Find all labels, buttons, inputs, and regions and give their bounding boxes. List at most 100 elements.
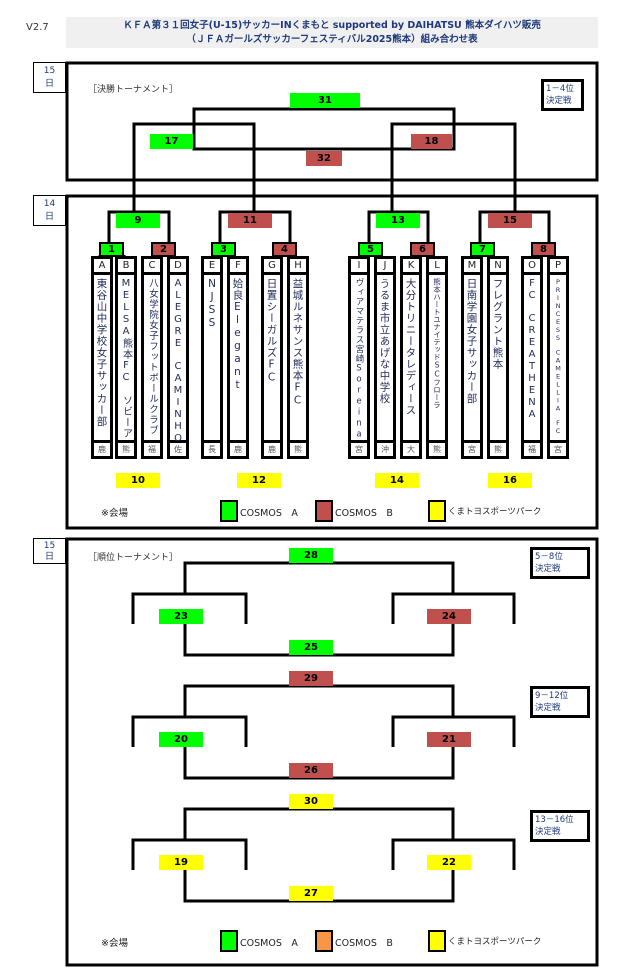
day-unit: 日	[44, 552, 54, 562]
legend-label-cosmos-b: COSMOS B	[335, 938, 393, 949]
venue-note: ※会場	[101, 938, 128, 949]
team-name: 大分トリニータレディース	[404, 278, 417, 416]
match-32: 32	[306, 151, 342, 166]
team-k: K 大分トリニータレディース大	[400, 256, 422, 459]
team-name: 姶良Elegant	[231, 278, 244, 392]
page-title: ＫＦＡ第３１回女子(U-15)サッカーINくまもと supported by D…	[66, 17, 598, 48]
match-10: 10	[116, 473, 160, 488]
day-number: 15	[43, 541, 56, 551]
semifinal-18-bracket	[390, 122, 517, 212]
team-p: P PRINCESS CAMELLIA FC 宮	[547, 256, 569, 459]
match-5: 5	[358, 242, 383, 257]
team-slot: G	[264, 259, 280, 275]
team-name-cell: NJSS	[204, 275, 220, 443]
ranking-set-1	[131, 561, 516, 657]
team-name-cell: FC CREATHENA	[524, 275, 540, 443]
bracket-15	[478, 210, 551, 243]
final-frame	[65, 61, 599, 182]
team-a: A 東谷山中学校女子サッカー部鹿	[91, 256, 113, 459]
team-name: NJSS	[206, 278, 218, 330]
legend-swatch-cosmos-a	[220, 500, 238, 522]
team-name: FC CREATHENA	[526, 278, 538, 421]
rank-range: 9－12位	[535, 691, 569, 701]
match-16: 16	[488, 473, 532, 488]
day-number: 14	[43, 199, 56, 209]
rank-caption: 決定戦	[535, 564, 561, 574]
match-9: 9	[116, 213, 160, 228]
team-name-cell: 八女学院女子フットボールクラブ	[144, 275, 160, 443]
team-prefecture: 大	[407, 445, 415, 454]
team-name: PRINCESS CAMELLIA FC	[554, 278, 562, 435]
team-slot: L	[429, 259, 445, 275]
match-27: 27	[289, 886, 333, 901]
team-b: B MELSA熊本FC ソビーア熊	[115, 256, 137, 459]
match-13: 13	[376, 213, 420, 228]
match-11: 11	[228, 213, 272, 228]
team-slot: E	[204, 259, 220, 275]
rank-box-5-8: 5－8位 決定戦	[530, 547, 590, 579]
match-26: 26	[289, 763, 333, 778]
team-name: 八女学院女子フットボールクラブ	[147, 278, 158, 436]
final-tournament-label: ［決勝トーナメント］	[88, 85, 179, 95]
team-name-cell: 熊本ハートユナイテッドSCフローラ	[429, 275, 445, 443]
team-slot: K	[403, 259, 419, 275]
team-name-cell: 大分トリニータレディース	[403, 275, 419, 443]
bracket-11	[218, 210, 292, 243]
rank-caption: 決定戦	[546, 96, 572, 106]
version-label: V2.7	[26, 22, 49, 33]
team-prefecture: 宮	[468, 445, 476, 454]
team-name-cell: MELSA熊本FC ソビーア	[118, 275, 134, 443]
team-slot: D	[170, 259, 186, 275]
legend-label-cosmos-a: COSMOS A	[240, 938, 298, 949]
team-slot: O	[524, 259, 540, 275]
team-slot: P	[550, 259, 566, 275]
semifinal-17-bracket	[132, 122, 256, 212]
day-unit: 日	[44, 212, 54, 222]
team-prefecture: 熊	[122, 445, 130, 454]
match-31: 31	[290, 93, 360, 108]
team-slot: H	[290, 259, 306, 275]
group-frame	[65, 194, 599, 530]
legend-label-cosmos-a: COSMOS A	[240, 508, 298, 519]
team-name: 東谷山中学校女子サッカー部	[95, 278, 108, 428]
team-name-cell: 日置シーガルズFC	[264, 275, 280, 443]
match-6: 6	[410, 242, 435, 257]
team-prefecture: 熊	[433, 445, 441, 454]
rank-range: 13－16位	[535, 815, 574, 825]
team-slot: I	[351, 259, 367, 275]
legend-label-kumatoyo: くまトヨスポーツパーク	[448, 507, 542, 517]
team-prefecture: 鹿	[98, 445, 106, 454]
match-4: 4	[272, 242, 297, 257]
team-prefecture: 熊	[294, 445, 302, 454]
team-slot: B	[118, 259, 134, 275]
team-name-cell: ALEGRE CAMINHO	[170, 275, 186, 445]
rank-box-9-12: 9－12位 決定戦	[530, 686, 590, 718]
team-slot: A	[94, 259, 110, 275]
team-name: MELSA熊本FC ソビーア	[120, 278, 132, 439]
team-prefecture: 宮	[355, 445, 363, 454]
team-slot: J	[377, 259, 393, 275]
team-slot: M	[464, 259, 480, 275]
legend-swatch-cosmos-b	[315, 930, 333, 952]
final-bracket	[192, 107, 456, 151]
match-7: 7	[470, 242, 495, 257]
team-slot: N	[490, 259, 506, 275]
match-25: 25	[289, 640, 333, 655]
rank-caption: 決定戦	[535, 827, 561, 837]
team-prefecture: 宮	[554, 445, 562, 454]
match-22: 22	[427, 855, 471, 870]
match-24: 24	[427, 609, 471, 624]
rank-range: 1－4位	[546, 84, 574, 94]
team-name-cell: PRINCESS CAMELLIA FC	[550, 275, 566, 443]
ranking-set-2	[131, 684, 516, 780]
match-12: 12	[237, 473, 281, 488]
team-name: うるま市立あげな中学校	[378, 278, 391, 405]
match-15: 15	[488, 213, 532, 228]
team-prefecture: 熊	[494, 445, 502, 454]
